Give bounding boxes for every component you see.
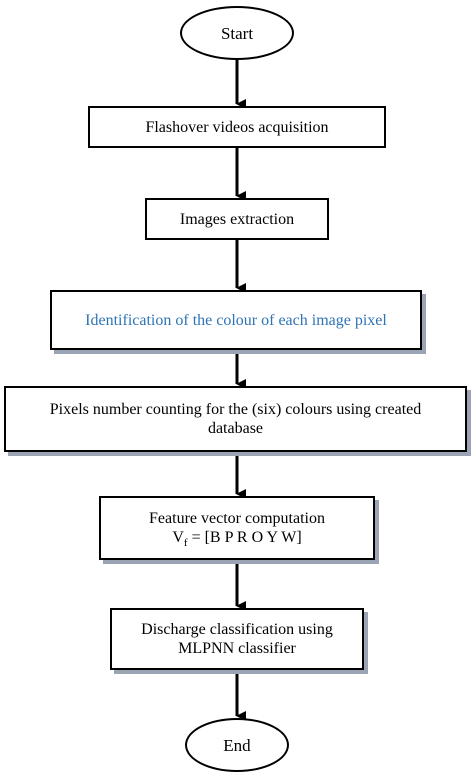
pixel-counting-label-line2: database	[207, 420, 264, 437]
discharge-classification-label-line2: MLPNN classifier	[178, 640, 296, 657]
process-video-acquisition: Flashover videos acquisition	[88, 106, 386, 148]
start-terminal: Start	[180, 6, 294, 60]
feature-vector-label-line1: Feature vector computation	[149, 510, 325, 527]
process-pixel-counting: Pixels number counting for the (six) col…	[4, 386, 467, 452]
process-discharge-classification: Discharge classification using MLPNN cla…	[110, 608, 364, 670]
pixel-colour-identification-label: Identification of the colour of each ima…	[85, 311, 387, 329]
feature-vector-formula: Vf = [B P R O Y W]	[172, 528, 302, 550]
feature-vector-symbol: V	[172, 529, 184, 546]
image-extraction-label: Images extraction	[179, 210, 295, 228]
feature-vector-subscript: f	[183, 537, 188, 550]
discharge-classification-label-line1: Discharge classification using	[141, 621, 333, 638]
video-acquisition-label: Flashover videos acquisition	[145, 118, 329, 136]
process-image-extraction: Images extraction	[145, 198, 329, 240]
start-label: Start	[220, 23, 254, 43]
feature-vector-components: = [B P R O Y W]	[187, 529, 302, 546]
process-feature-vector: Feature vector computation Vf = [B P R O…	[99, 496, 375, 560]
pixel-counting-label-line1: Pixels number counting for the (six) col…	[49, 401, 422, 418]
process-pixel-colour-identification: Identification of the colour of each ima…	[50, 290, 422, 350]
end-label: End	[223, 735, 251, 755]
end-terminal: End	[185, 718, 289, 772]
